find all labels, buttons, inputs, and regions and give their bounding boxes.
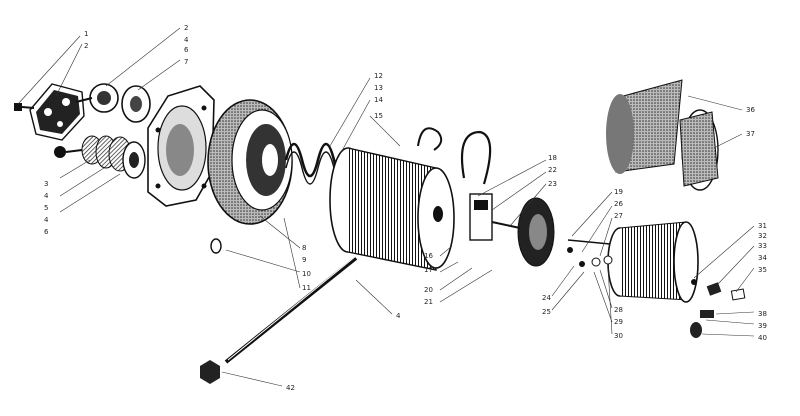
label-27: 27 [614,212,623,220]
label-5: 5 [44,204,48,212]
label-10: 10 [302,270,311,278]
label-18: 18 [548,154,557,162]
housing-flange [147,85,215,207]
label-24: 24 [542,294,551,302]
label-23: 23 [548,180,557,188]
label-13: 13 [374,84,383,92]
label-22: 22 [548,166,557,174]
label-4b: 4 [44,192,49,200]
label-35: 35 [758,266,767,274]
label-14: 14 [374,96,383,104]
label-28: 28 [614,306,623,314]
label-33: 33 [758,242,767,250]
label-32: 32 [758,232,767,240]
label-8: 8 [302,244,306,252]
label-19: 19 [614,188,623,196]
cover-sleeve [606,79,719,191]
motor-body [329,147,455,271]
label-2b: 2 [184,24,188,32]
label-20: 20 [424,286,433,294]
end-cap-plate [29,83,85,141]
long-rod [202,255,358,378]
label-4d: 4 [396,312,401,320]
label-38: 38 [758,310,767,318]
label-25: 25 [542,308,551,316]
small-ring [210,238,222,254]
label-30: 30 [614,332,623,340]
label-7: 7 [184,58,188,66]
wire-loop [417,127,492,185]
label-37: 37 [746,130,755,138]
brush-plate [469,193,555,267]
label-3: 3 [44,180,48,188]
label-42: 42 [286,384,295,392]
bearing-top [75,83,151,123]
label-26: 26 [614,200,623,208]
label-11: 11 [302,284,311,292]
part-labels: 1 2 2 4 6 7 3 4 5 4 6 12 13 14 15 8 9 10… [44,24,767,392]
label-15: 15 [374,112,383,120]
label-21: 21 [424,298,433,306]
rear-drum [607,221,699,303]
label-1: 1 [84,30,88,38]
gear-stack-lower [54,135,146,179]
screw-left-top [14,103,35,111]
label-6a: 6 [184,46,189,54]
label-6b: 6 [44,228,49,236]
label-2: 2 [84,42,88,50]
leader-lines [17,27,755,387]
label-4a: 4 [184,36,189,44]
label-12: 12 [374,72,383,80]
label-17: 17 [424,266,433,274]
label-4c: 4 [44,216,49,224]
small-fittings [567,239,746,338]
label-40: 40 [758,334,767,342]
label-29: 29 [614,318,623,326]
label-16: 16 [424,252,433,260]
armature-disc [207,99,293,225]
label-9: 9 [302,256,306,264]
nut-42 [200,360,220,384]
label-31: 31 [758,222,767,230]
label-39: 39 [758,322,767,330]
label-34: 34 [758,254,767,262]
label-36: 36 [746,106,755,114]
